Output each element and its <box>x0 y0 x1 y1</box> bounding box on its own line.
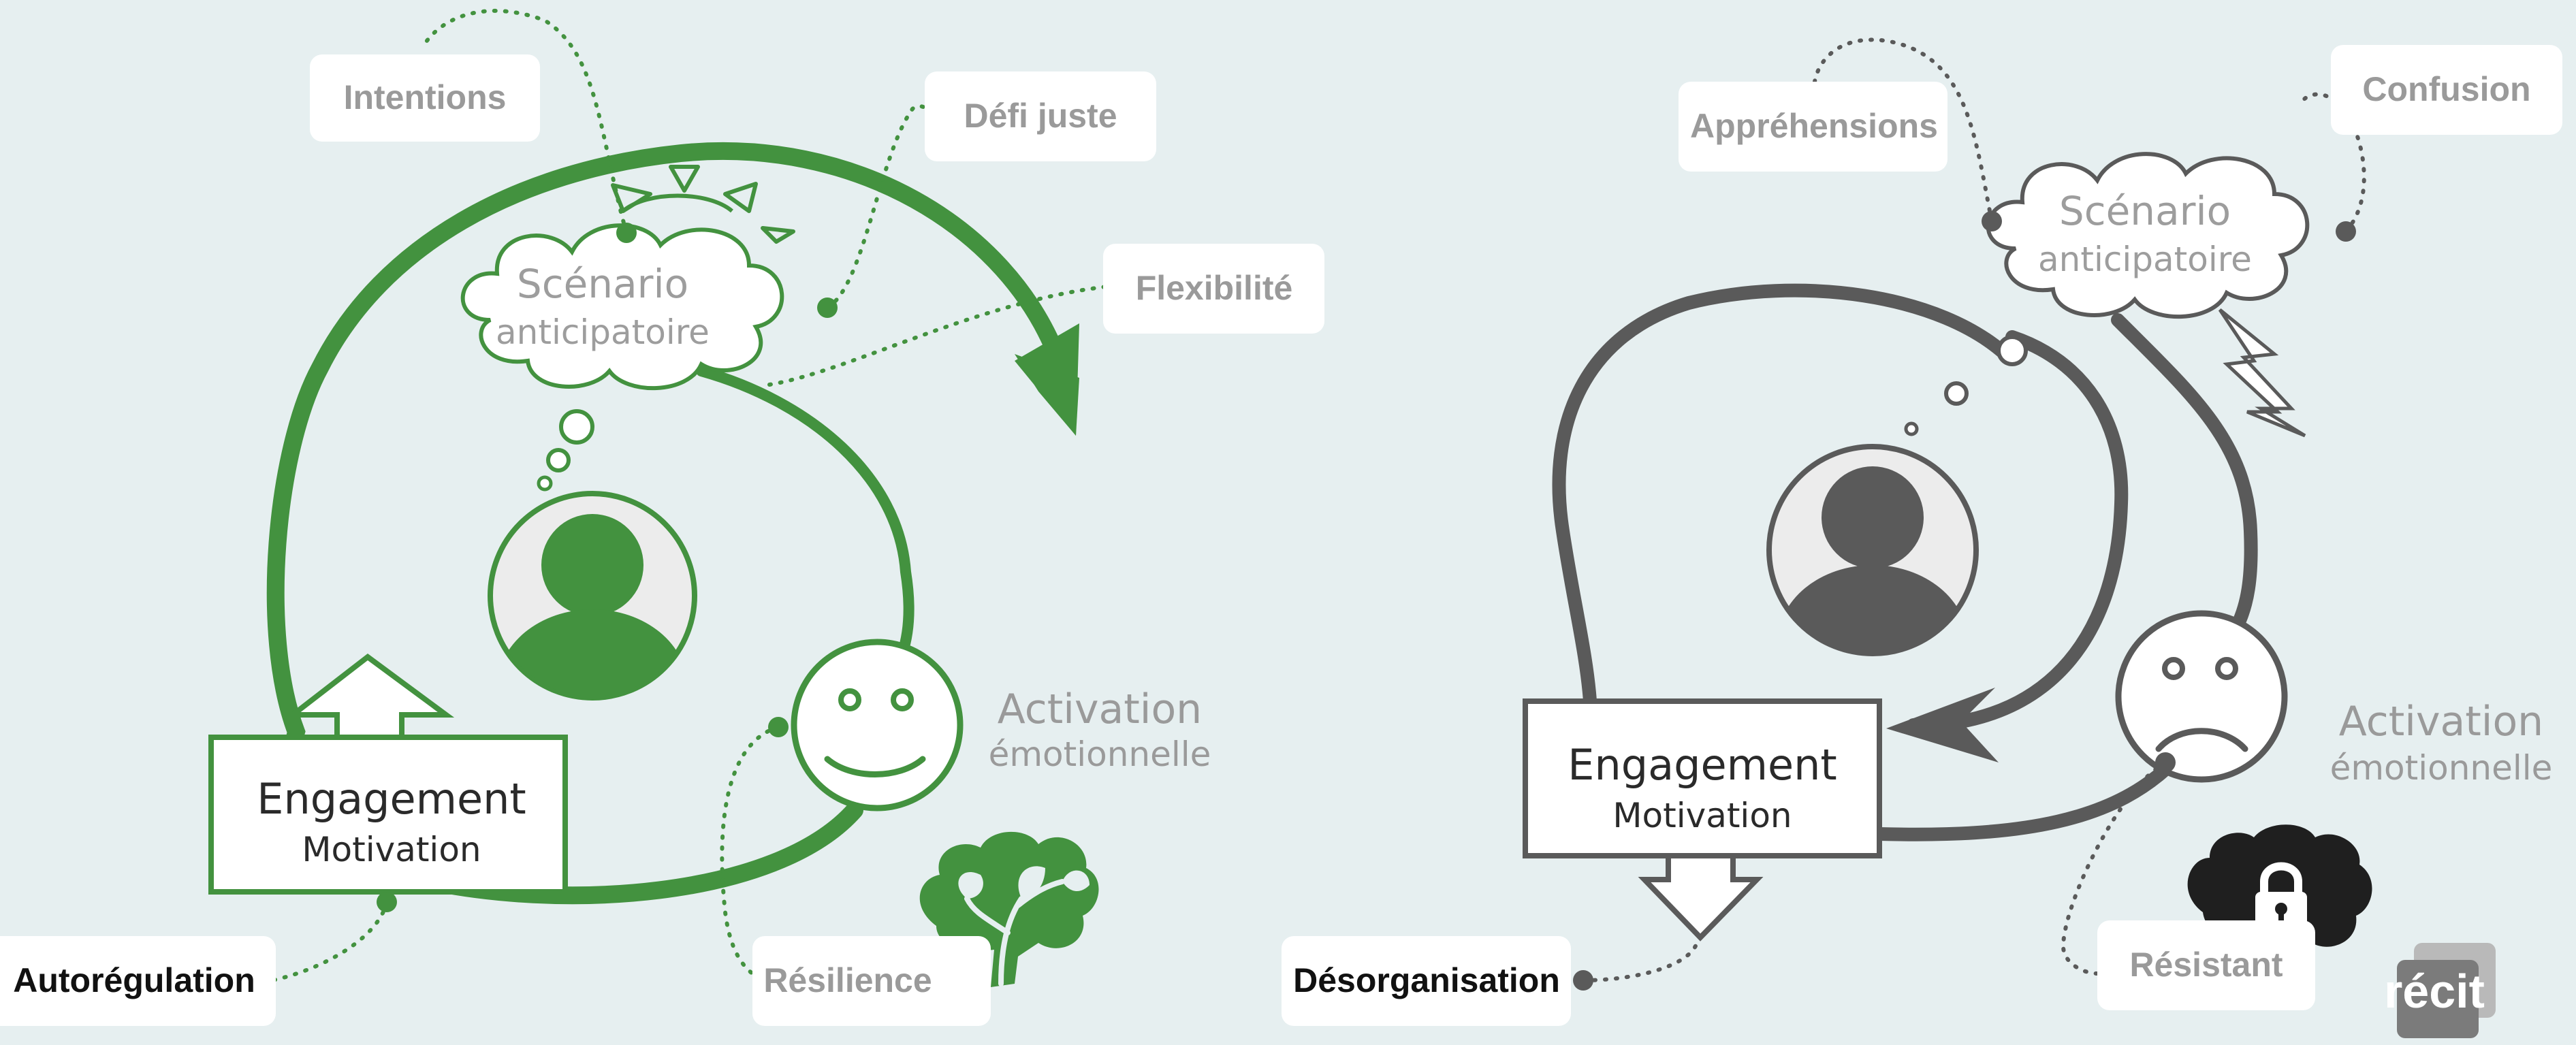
left-engagement-label: Engagement <box>257 774 526 824</box>
tag-resilience-label: Résilience <box>763 961 932 999</box>
right-cycle-marker <box>1997 335 2028 366</box>
right-thought-bubble-small <box>1904 421 1919 436</box>
right-motivation-label: Motivation <box>1612 796 1792 835</box>
right-engagement-box <box>1523 698 1882 858</box>
tag-resilience: Résilience <box>752 936 991 1026</box>
left-person-icon <box>488 491 697 701</box>
left-dot-engagement <box>377 892 397 912</box>
tag-apprehensions: Appréhensions <box>1679 82 1947 172</box>
left-cycle-arrow-tip <box>1015 323 1079 436</box>
tag-autoregulation-label: Autorégulation <box>13 961 255 999</box>
right-dot-confusion <box>2336 221 2356 242</box>
tag-resistant-label: Résistant <box>2129 946 2283 984</box>
left-thought-bubble-small <box>537 475 553 492</box>
left-engagement-box <box>208 735 568 895</box>
tag-resistant: Résistant <box>2097 920 2315 1010</box>
left-thought-bubble-medium <box>546 448 571 472</box>
tag-flexibilite: Flexibilité <box>1103 244 1324 334</box>
left-thought-bubble-large <box>559 409 594 445</box>
right-scenario-cloud <box>1988 154 2308 317</box>
tag-intentions: Intentions <box>310 54 540 142</box>
right-activation-line2: émotionnelle <box>2330 748 2553 788</box>
right-dotted-connectors <box>1581 37 2366 982</box>
happy-face-icon <box>791 639 964 811</box>
tag-confusion-label: Confusion <box>2362 70 2530 108</box>
left-cloud-line2: anticipatoire <box>496 312 710 352</box>
down-arrow-icon <box>1638 853 1764 942</box>
left-panel: Scénario anticipatoire Engagement Motiva… <box>0 8 1324 1026</box>
tag-confusion: Confusion <box>2331 45 2562 135</box>
sad-face-icon <box>2115 610 2288 783</box>
right-activation-line1: Activation <box>2339 698 2543 745</box>
left-dot-activation <box>768 717 789 737</box>
left-cloud-line1: Scénario <box>517 261 688 307</box>
left-dot-defi <box>817 298 838 318</box>
left-dotted-connectors <box>270 8 1115 986</box>
right-engagement-label: Engagement <box>1568 740 1836 790</box>
tag-desorganisation: Désorganisation <box>1282 936 1571 1026</box>
right-dot-activation <box>2155 752 2176 773</box>
tag-apprehensions-label: Appréhensions <box>1690 107 1938 145</box>
right-panel: Scénario anticipatoire Engagement Motiva… <box>1282 37 2562 1038</box>
tag-flexibilite-label: Flexibilité <box>1136 269 1293 307</box>
right-thought-bubble-large <box>1944 381 1969 406</box>
left-activation-line1: Activation <box>998 686 1202 733</box>
tag-autoregulation: Autorégulation <box>0 936 276 1026</box>
left-motivation-label: Motivation <box>302 830 481 869</box>
left-cycle-inner-arc <box>696 366 915 659</box>
recit-logo-text: récit <box>2384 965 2485 1018</box>
tag-desorganisation-label: Désorganisation <box>1293 961 1560 999</box>
right-cycle-outer-arc <box>1873 313 2258 841</box>
right-dot-apprehensions <box>1982 211 2002 231</box>
recit-logo: récit <box>2384 943 2496 1038</box>
right-cloud-line1: Scénario <box>2059 188 2231 234</box>
up-arrow-icon <box>285 653 455 741</box>
tag-defi-juste-label: Défi juste <box>964 97 1117 135</box>
tag-defi-juste: Défi juste <box>925 71 1156 161</box>
left-activation-line2: émotionnelle <box>989 735 1211 774</box>
left-dot-intentions <box>616 223 637 243</box>
lightning-icon <box>2218 308 2306 438</box>
right-person-icon <box>1766 444 1979 656</box>
right-cloud-line2: anticipatoire <box>2038 240 2252 279</box>
tag-intentions-label: Intentions <box>344 78 507 116</box>
right-cycle-arrowhead <box>1886 688 1999 762</box>
right-dot-desorganisation <box>1573 970 1593 991</box>
right-cycle-loop <box>1552 283 2129 732</box>
